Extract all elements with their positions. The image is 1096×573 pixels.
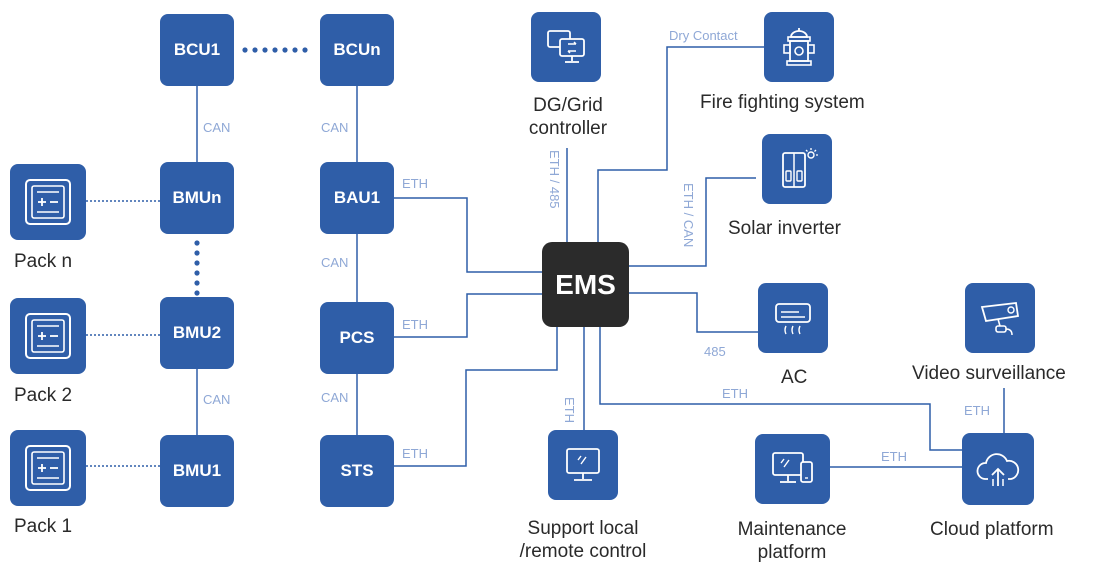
monitor-icon xyxy=(566,448,600,481)
ac-label: AC xyxy=(781,367,808,388)
solar-inverter-icon xyxy=(782,148,818,188)
bau1-label: BAU1 xyxy=(333,188,381,207)
bmu1-box: BMU1 xyxy=(160,435,234,507)
maintenance-label-line1: Maintenance xyxy=(737,519,847,540)
maintenance-label: Maintenance platform xyxy=(712,518,872,564)
wire-label-eth: ETH xyxy=(402,176,428,191)
pack-2-box xyxy=(10,298,86,374)
bau1-box: BAU1 xyxy=(320,162,394,234)
wire-label-can: CAN xyxy=(321,255,349,270)
sts-label: STS xyxy=(340,461,374,480)
fire-fighting-label: Fire fighting system xyxy=(700,92,865,113)
support-label-line1: Support local xyxy=(527,518,639,539)
bcu1-label: BCU1 xyxy=(173,40,221,59)
wire-label-eth-485: ETH / 485 xyxy=(547,150,562,209)
solar-inverter-label: Solar inverter xyxy=(728,218,841,239)
ems-label: EMS xyxy=(555,268,616,300)
wire-label-eth-can: ETH / CAN xyxy=(681,183,696,248)
support-label: Support local /remote control xyxy=(500,517,666,563)
pack-n-label: Pack n xyxy=(14,251,73,272)
battery-pack-icon xyxy=(25,445,71,491)
maintenance-box xyxy=(755,434,830,504)
video-surveillance-label: Video surveillance xyxy=(912,363,1066,384)
pcs-label: PCS xyxy=(339,328,375,347)
fire-fighting-box xyxy=(764,12,834,82)
fire-hydrant-icon xyxy=(783,28,815,66)
wire-label-eth: ETH xyxy=(964,403,990,418)
wire-label-485: 485 xyxy=(704,344,726,359)
ac-box xyxy=(758,283,828,353)
dg-grid-label-line2: controller xyxy=(528,118,608,139)
computer-phone-icon xyxy=(771,452,813,483)
solar-inverter-box xyxy=(762,134,832,204)
dg-grid-label: DG/Grid controller xyxy=(508,94,628,140)
maintenance-label-line2: platform xyxy=(757,542,827,563)
air-conditioner-icon xyxy=(775,303,811,335)
wire-label-eth: ETH xyxy=(881,449,907,464)
battery-pack-icon xyxy=(25,179,71,225)
bcu1-box: BCU1 xyxy=(160,14,234,86)
pack-1-box xyxy=(10,430,86,506)
support-box xyxy=(548,430,618,500)
camera-icon xyxy=(980,302,1020,336)
wire-label-eth: ETH xyxy=(722,386,748,401)
bmun-box: BMUn xyxy=(160,162,234,234)
support-label-line2: /remote control xyxy=(519,541,647,562)
wire-label-eth: ETH xyxy=(402,317,428,332)
wire-label-can: CAN xyxy=(321,120,349,135)
pack-2-label: Pack 2 xyxy=(14,385,73,406)
wire-label-eth: ETH xyxy=(402,446,428,461)
dg-grid-label-line1: DG/Grid xyxy=(533,95,603,116)
bcun-label: BCUn xyxy=(333,40,381,59)
wire-label-can: CAN xyxy=(203,120,231,135)
controller-icon xyxy=(547,30,585,63)
ems-box: EMS xyxy=(542,242,629,327)
sts-box: STS xyxy=(320,435,394,507)
video-box xyxy=(965,283,1035,353)
pack-n-box xyxy=(10,164,86,240)
dg-grid-box xyxy=(531,12,601,82)
bmun-label: BMUn xyxy=(172,188,222,207)
wire-label-can: CAN xyxy=(203,392,231,407)
cloud-icon xyxy=(976,453,1020,486)
battery-pack-icon xyxy=(25,313,71,359)
bmu1-label: BMU1 xyxy=(172,461,222,480)
pack-1-label: Pack 1 xyxy=(14,516,73,537)
wire-label-can: CAN xyxy=(321,390,349,405)
bmu2-label: BMU2 xyxy=(172,323,222,342)
wire-label-eth: ETH xyxy=(562,397,577,423)
cloud-platform-box xyxy=(962,433,1034,505)
bcun-box: BCUn xyxy=(320,14,394,86)
wire-label-dry-contact: Dry Contact xyxy=(669,28,738,43)
pcs-box: PCS xyxy=(320,302,394,374)
bmu2-box: BMU2 xyxy=(160,297,234,369)
cloud-platform-label: Cloud platform xyxy=(930,519,1054,540)
